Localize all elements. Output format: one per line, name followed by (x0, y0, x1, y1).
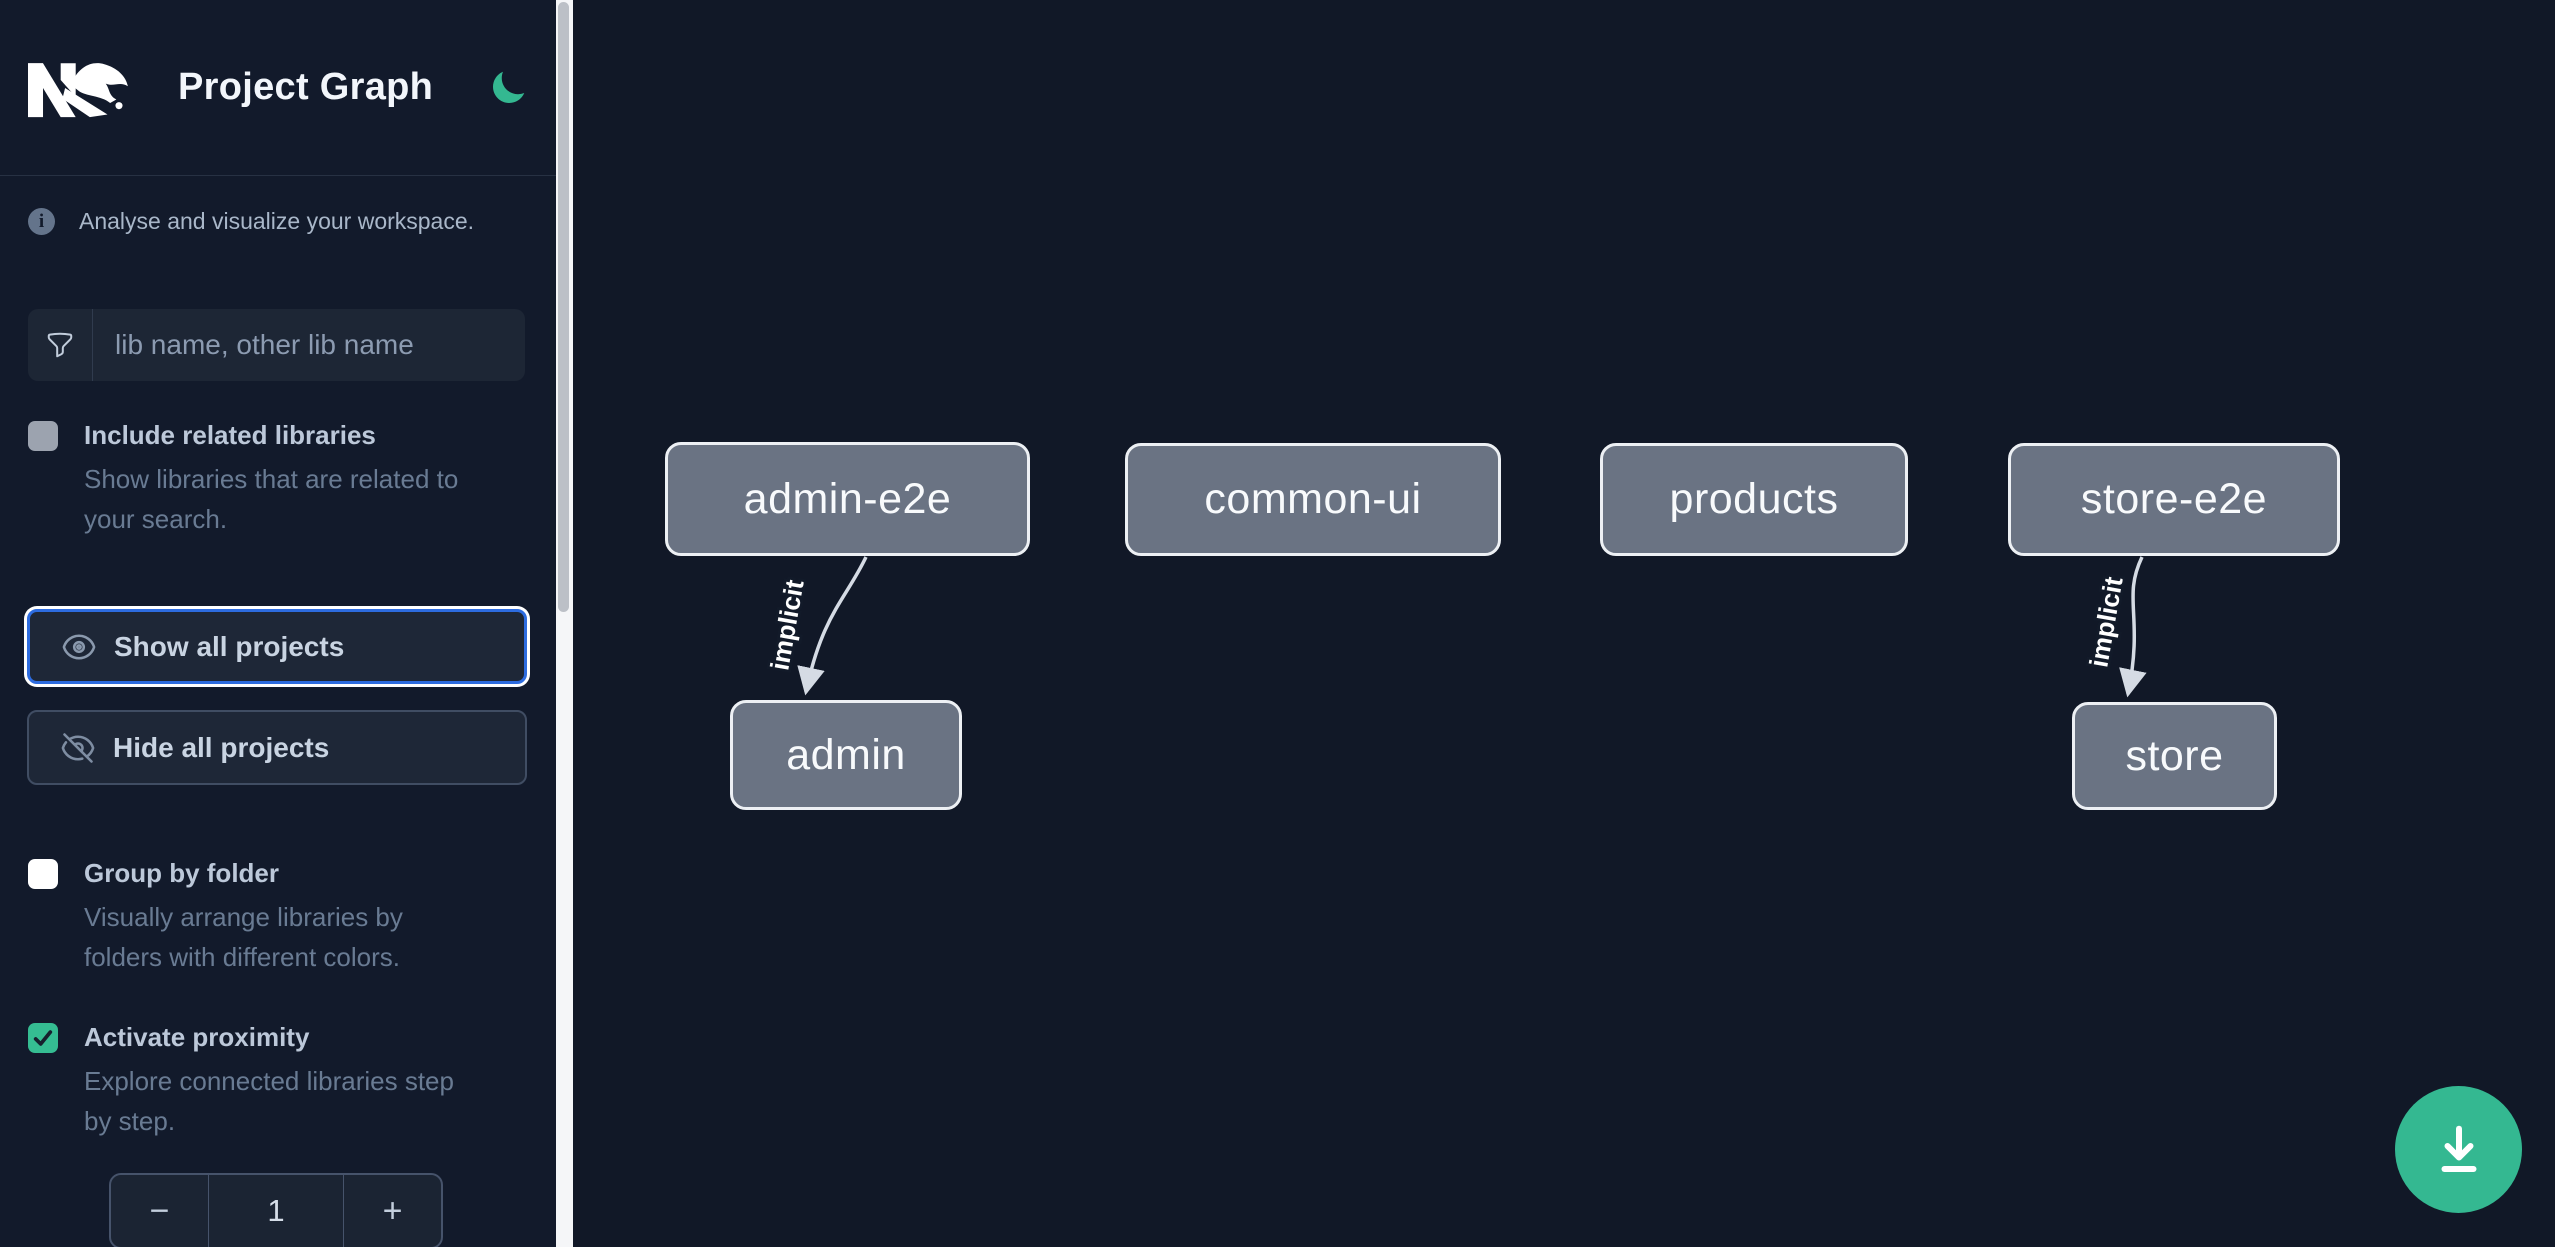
download-graph-button[interactable] (2395, 1086, 2522, 1213)
sidebar-scrollbar-track (556, 0, 573, 1247)
activate-proximity-checkbox[interactable] (28, 1023, 58, 1053)
nx-logo-icon (28, 62, 128, 117)
graph-node-common-ui[interactable]: common-ui (1125, 443, 1501, 556)
group-by-folder-checkbox[interactable] (28, 859, 58, 889)
include-related-checkbox[interactable] (28, 421, 58, 451)
include-related-label[interactable]: Include related libraries (84, 420, 376, 450)
proximity-stepper: − + (109, 1173, 443, 1247)
moon-icon[interactable] (488, 68, 528, 108)
graph-node-store[interactable]: store (2072, 702, 2277, 810)
page-title: Project Graph (178, 66, 434, 108)
eye-off-icon (61, 732, 95, 763)
show-all-projects-button[interactable]: Show all projects (27, 609, 527, 684)
option-activate-proximity: Activate proximity Explore connected lib… (28, 1021, 528, 1141)
hide-all-projects-label: Hide all projects (113, 731, 330, 763)
funnel-icon (28, 309, 93, 381)
eye-icon (62, 633, 96, 660)
option-include-related: Include related libraries Show libraries… (28, 419, 528, 539)
graph-node-store-e2e[interactable]: store-e2e (2008, 443, 2340, 556)
group-by-folder-description: Visually arrange libraries by folders wi… (84, 902, 403, 972)
info-icon: i (28, 208, 55, 235)
hide-all-projects-button[interactable]: Hide all projects (27, 710, 527, 785)
graph-canvas[interactable]: admin-e2e common-ui products store-e2e admin… (573, 0, 2555, 1247)
intro-row: i Analyse and visualize your workspace. (28, 208, 528, 235)
graph-node-admin[interactable]: admin (730, 700, 962, 810)
show-all-projects-label: Show all projects (114, 630, 345, 662)
sidebar-scrollbar-thumb[interactable] (558, 2, 569, 612)
filter-box (28, 309, 525, 381)
intro-text: Analyse and visualize your workspace. (79, 208, 475, 234)
proximity-increment-button[interactable]: + (344, 1175, 441, 1247)
include-related-description: Show libraries that are related to your … (84, 464, 459, 534)
option-group-by-folder: Group by folder Visually arrange librari… (28, 857, 528, 977)
sidebar: Project Graph i Analyse and visualize yo… (0, 0, 556, 1247)
proximity-value-input[interactable] (208, 1175, 344, 1247)
sidebar-body: i Analyse and visualize your workspace. … (0, 208, 556, 1247)
graph-node-products[interactable]: products (1600, 443, 1908, 556)
graph-node-admin-e2e[interactable]: admin-e2e (665, 442, 1030, 556)
activate-proximity-label[interactable]: Activate proximity (84, 1022, 310, 1052)
download-icon (2441, 1125, 2476, 1172)
group-by-folder-label[interactable]: Group by folder (84, 858, 279, 888)
proximity-decrement-button[interactable]: − (111, 1175, 208, 1247)
activate-proximity-description: Explore connected libraries step by step… (84, 1066, 454, 1136)
sidebar-header: Project Graph (0, 0, 556, 176)
filter-input[interactable] (93, 309, 525, 381)
